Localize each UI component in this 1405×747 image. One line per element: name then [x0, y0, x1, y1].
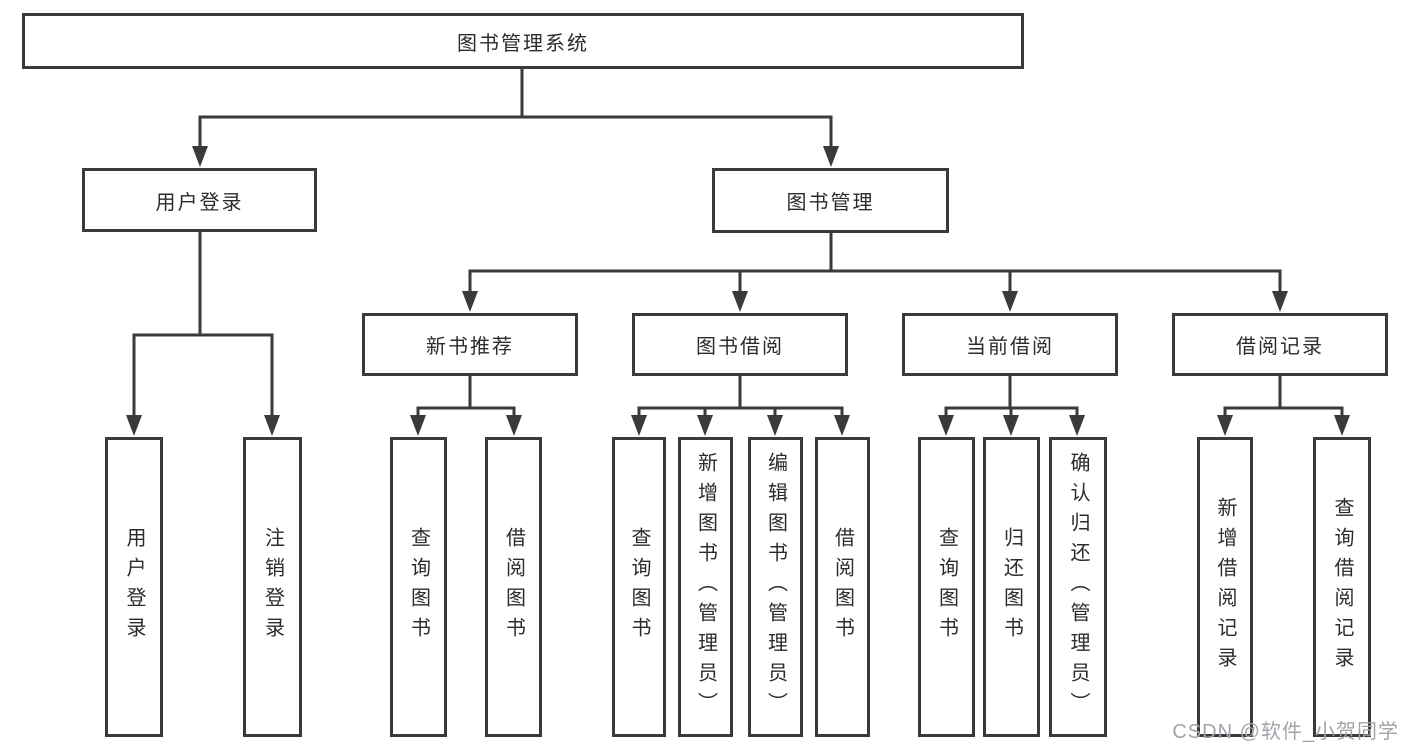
connector-lines-group: [132, 67, 1344, 418]
node-label: 注销登录: [261, 527, 284, 647]
watermark: CSDN @软件_小贺同学: [1172, 721, 1399, 743]
connector-line: [637, 406, 844, 418]
leaf-add-borrow-record: 新增借阅记录: [1197, 437, 1253, 737]
node-label: 归还图书: [1000, 527, 1023, 647]
node-label: 新增借阅记录: [1214, 497, 1236, 677]
node-label: 编辑图书（管理员）: [764, 452, 787, 722]
arrowhead: [462, 291, 478, 312]
node-label: 新书推荐: [426, 336, 514, 358]
node-book-management-branch: 图书管理: [712, 168, 949, 233]
node-label: 确认归还（管理员）: [1067, 452, 1089, 722]
arrowhead: [1217, 415, 1233, 436]
arrowhead: [834, 415, 850, 436]
node-label: 图书借阅: [696, 336, 784, 358]
arrowhead: [1069, 415, 1085, 436]
arrowhead: [506, 415, 522, 436]
arrowhead: [192, 146, 208, 167]
node-label: 借阅图书: [831, 527, 854, 647]
node-label: 查询借阅记录: [1331, 497, 1353, 677]
connector-line: [132, 333, 274, 418]
node-label: 用户登录: [155, 191, 244, 214]
node-user-login-branch: 用户登录: [82, 168, 317, 232]
node-label: 图书管理: [786, 192, 875, 214]
leaf-borrow-books-recommend: 借阅图书: [485, 437, 542, 737]
arrowhead: [938, 415, 954, 436]
arrowhead: [732, 291, 748, 312]
arrowhead: [631, 415, 647, 436]
node-label: 借阅记录: [1236, 336, 1324, 358]
connector-line: [1223, 406, 1344, 418]
arrowhead: [767, 415, 783, 436]
leaf-query-books-borrow: 查询图书: [612, 437, 666, 737]
arrowhead: [410, 415, 426, 436]
leaf-logout: 注销登录: [243, 437, 302, 737]
node-label: 当前借阅: [966, 336, 1054, 358]
node-label: 查询图书: [628, 527, 650, 647]
leaf-query-borrow-record: 查询借阅记录: [1313, 437, 1371, 737]
leaf-borrow-books: 借阅图书: [815, 437, 870, 737]
connector-line: [198, 115, 833, 149]
leaf-user-login: 用户登录: [105, 437, 163, 737]
arrowhead: [126, 415, 142, 436]
arrowhead: [264, 415, 280, 436]
arrowhead: [1334, 415, 1350, 436]
leaf-query-books-current: 查询图书: [918, 437, 975, 737]
arrowheads-group: [126, 146, 1350, 436]
leaf-confirm-return-admin: 确认归还（管理员）: [1049, 437, 1107, 737]
node-current-borrowing: 当前借阅: [902, 313, 1118, 376]
connector-line: [416, 406, 516, 418]
node-label: 新增图书（管理员）: [694, 452, 717, 722]
node-label: 用户登录: [123, 527, 145, 647]
leaf-edit-books-admin: 编辑图书（管理员）: [748, 437, 803, 737]
leaf-return-books: 归还图书: [983, 437, 1040, 737]
arrowhead: [1272, 291, 1288, 312]
node-label: 查询图书: [935, 527, 958, 647]
leaf-add-books-admin: 新增图书（管理员）: [678, 437, 733, 737]
node-book-borrowing: 图书借阅: [632, 313, 848, 376]
node-label: 借阅图书: [502, 527, 525, 647]
node-new-book-recommendation: 新书推荐: [362, 313, 578, 376]
arrowhead: [823, 146, 839, 167]
arrowhead: [697, 415, 713, 436]
node-label: 图书管理系统: [457, 32, 589, 55]
node-library-management-system: 图书管理系统: [22, 13, 1024, 69]
node-borrowing-records: 借阅记录: [1172, 313, 1388, 376]
arrowhead: [1002, 291, 1018, 312]
arrowhead: [1003, 415, 1019, 436]
node-label: 查询图书: [407, 527, 430, 647]
leaf-query-books-recommend: 查询图书: [390, 437, 447, 737]
connector-line: [468, 269, 1282, 295]
